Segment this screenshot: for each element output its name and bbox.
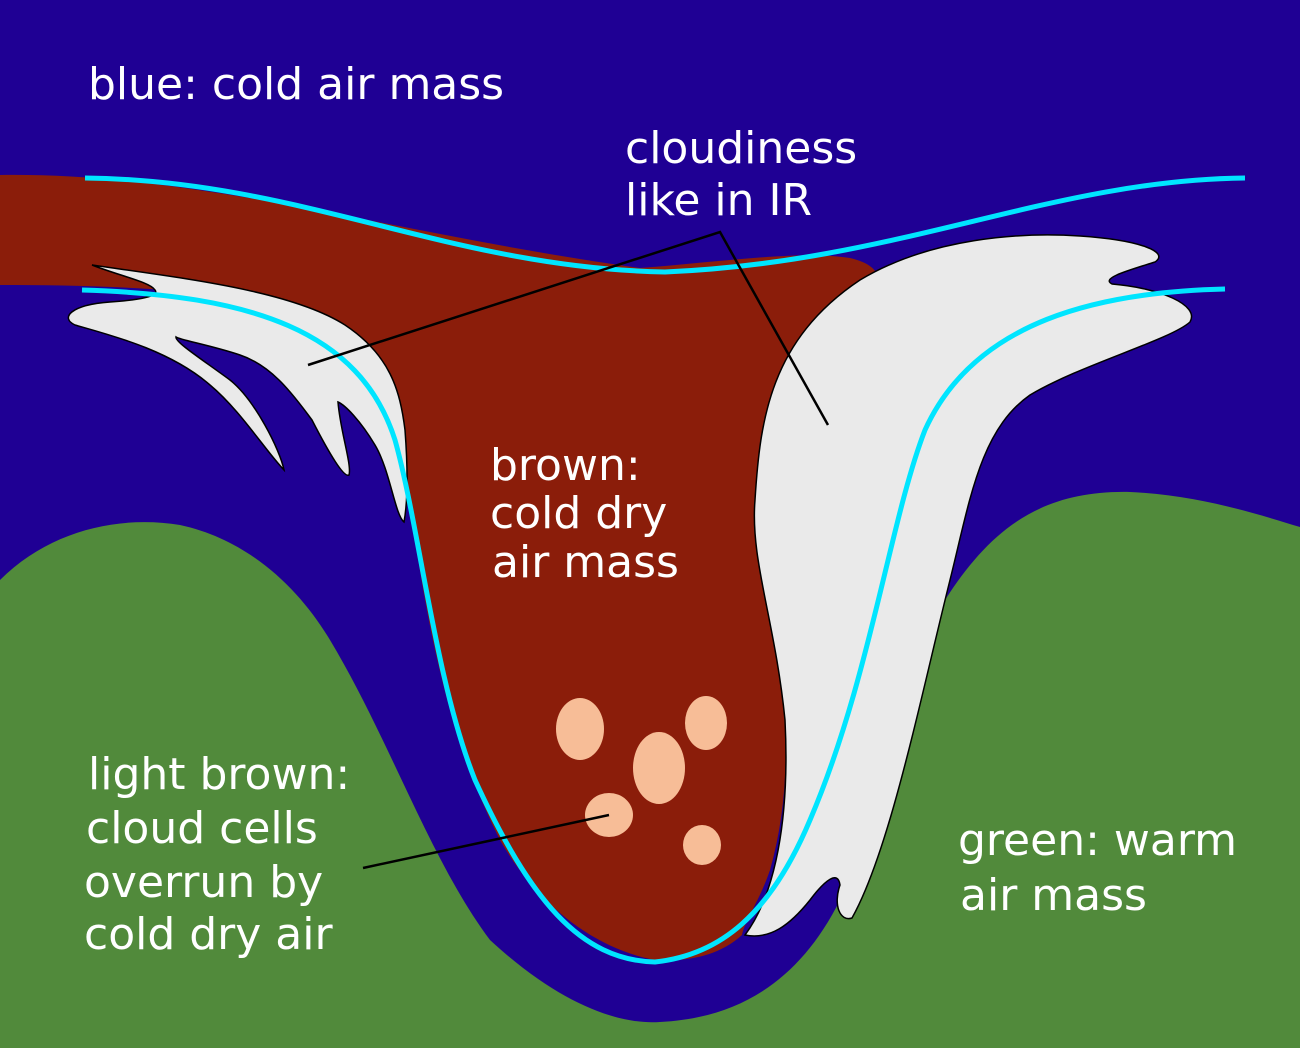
left-cloud-band [67,264,408,524]
trough-boundary-line [81,286,1226,965]
label-lightbrown-4: cold dry air [84,909,333,960]
right-cloud-band [743,234,1193,937]
cloudiness-leader-line [307,230,830,426]
cloud-cell [685,696,727,750]
cloud-cells-leader-line [362,813,610,870]
label-lightbrown-3: overrun by [84,857,323,908]
upper-boundary-line [84,175,1246,275]
label-brown-3: air mass [492,537,679,588]
label-cloudiness-2: like in IR [625,175,812,226]
label-cold-air: blue: cold air mass [88,59,504,110]
label-lightbrown-1: light brown: [88,749,350,800]
cloud-cell [633,732,685,804]
label-brown-1: brown: [490,440,641,491]
cloud-cell [556,698,604,760]
label-green-1: green: warm [958,815,1237,866]
label-brown-2: cold dry [490,488,667,539]
label-lightbrown-2: cloud cells [86,803,318,854]
warm-air-region [0,491,1300,1048]
cloud-cell [683,825,721,865]
label-green-2: air mass [960,870,1147,921]
label-cloudiness-1: cloudiness [625,123,857,174]
